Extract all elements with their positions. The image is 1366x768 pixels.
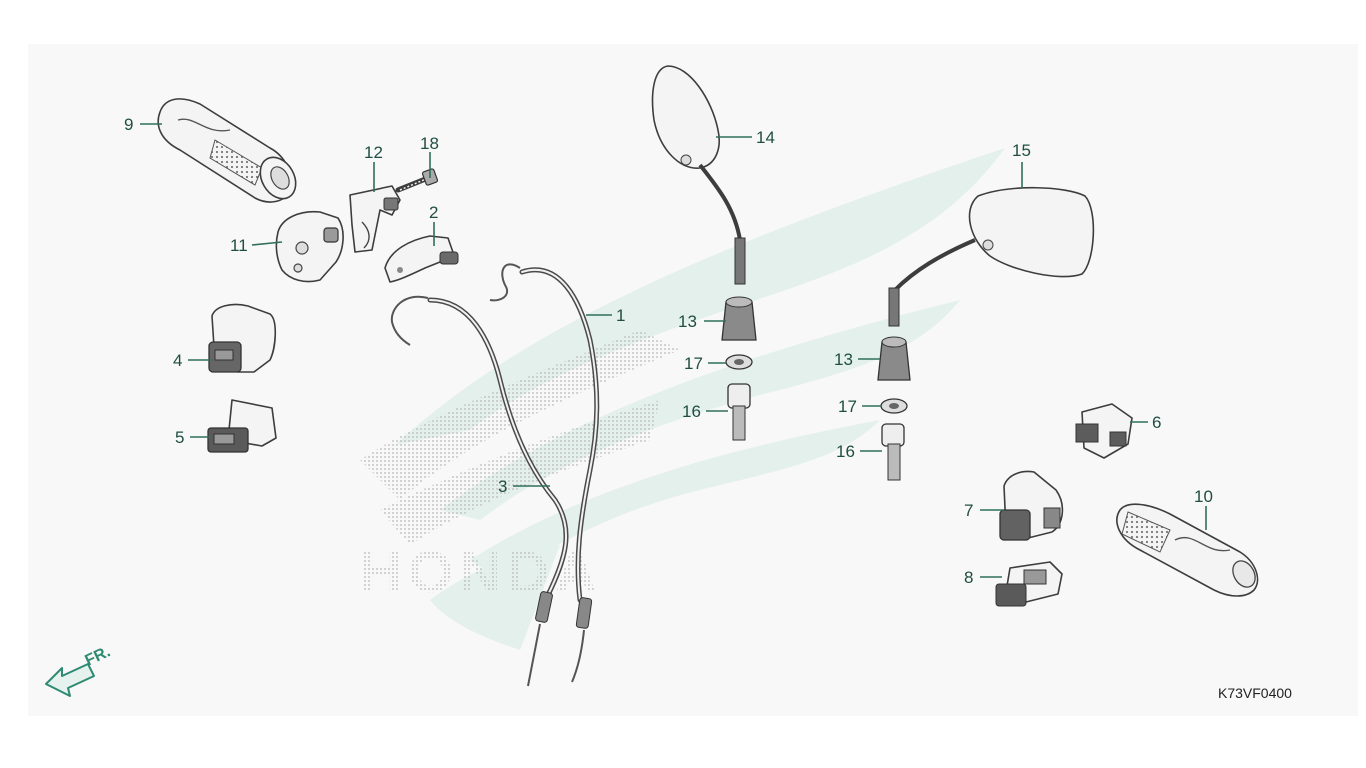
cable-guide-part	[384, 235, 459, 283]
right-switch-part	[999, 470, 1064, 541]
drawing-code: K73VF0400	[1218, 685, 1292, 701]
callout-labels: 9 12 18 2 11 1 14 15 13 17 16 13 17 16 4…	[124, 115, 1213, 587]
right-mirror-part	[888, 186, 1095, 327]
throttle-cable-3	[390, 295, 569, 687]
callout-12: 12	[364, 143, 383, 162]
callout-15: 15	[1012, 141, 1031, 160]
left-mirror-mount-parts	[721, 296, 757, 441]
callout-13-right: 13	[834, 350, 853, 369]
switch-6-part	[1075, 403, 1133, 459]
left-grip-part	[157, 98, 297, 203]
throttle-housing-part	[275, 210, 344, 283]
callout-17-left: 17	[684, 354, 703, 373]
left-mirror-part	[651, 65, 746, 285]
left-switch-part	[208, 303, 277, 373]
callout-3: 3	[498, 477, 507, 496]
callout-8: 8	[964, 568, 973, 587]
callout-9: 9	[124, 115, 133, 134]
callout-6: 6	[1152, 413, 1161, 432]
callout-17-right: 17	[838, 397, 857, 416]
callout-10: 10	[1194, 487, 1213, 506]
switch-8-part	[995, 561, 1063, 607]
right-grip-part	[1116, 503, 1259, 597]
callout-16-right: 16	[836, 442, 855, 461]
clamp-part	[349, 185, 401, 253]
callout-4: 4	[173, 351, 182, 370]
throttle-cable-1	[489, 263, 600, 683]
callout-13-left: 13	[678, 312, 697, 331]
callout-1: 1	[616, 306, 625, 325]
callout-11: 11	[230, 236, 248, 255]
leader-lines	[140, 123, 1207, 578]
callout-5: 5	[175, 428, 184, 447]
right-mirror-mount-parts	[877, 336, 911, 481]
callout-18: 18	[420, 134, 439, 153]
callout-2: 2	[429, 203, 438, 222]
switch-5-part	[207, 399, 277, 453]
honda-wing-watermark	[360, 148, 1005, 650]
callout-7: 7	[964, 501, 973, 520]
callout-16-left: 16	[682, 402, 701, 421]
callout-14: 14	[756, 128, 775, 147]
